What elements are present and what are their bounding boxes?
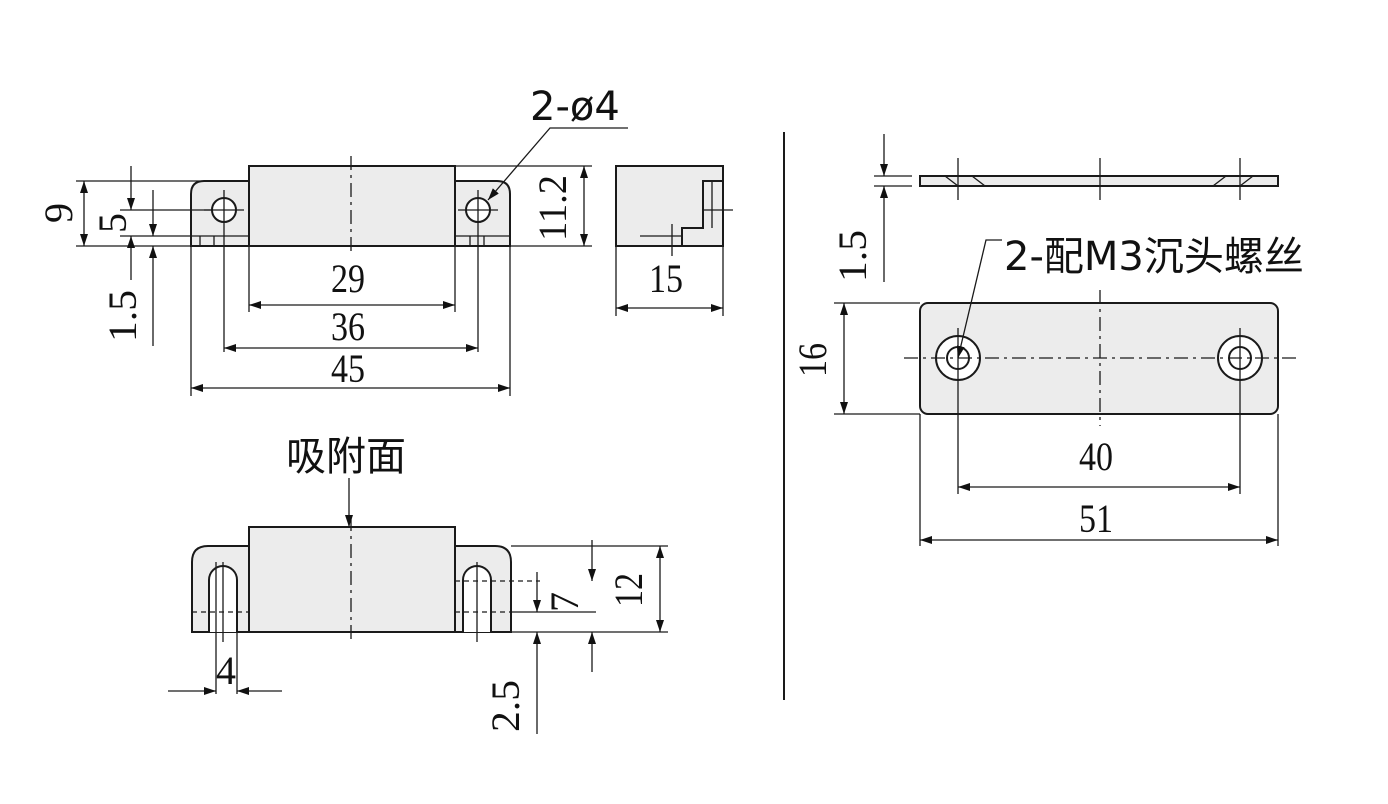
bottom-body	[248, 526, 456, 633]
plate-screw-note: 2-配M3沉头螺丝	[1004, 234, 1304, 280]
front-dim-1-5: 1.5	[100, 290, 145, 342]
bottom-face-label: 吸附面	[286, 434, 406, 480]
front-dim-29: 29	[331, 256, 365, 301]
front-dim-11-2: 11.2	[530, 175, 575, 241]
front-view: 29 36 45 2-ø4 9 5 1.5 11.2	[36, 84, 628, 396]
plate-dim-51: 51	[1079, 496, 1113, 541]
plate-dim-1-5: 1.5	[830, 230, 875, 282]
front-dim-5: 5	[90, 213, 135, 233]
bottom-dim-12: 12	[606, 573, 651, 607]
side-view: 15	[615, 165, 733, 316]
front-hole-note: 2-ø4	[530, 84, 620, 130]
side-body	[615, 165, 724, 247]
front-dim-36: 36	[331, 304, 365, 349]
bottom-dim-7: 7	[542, 592, 587, 612]
bottom-dim-4: 4	[216, 648, 236, 693]
plate-dim-40: 40	[1079, 434, 1113, 479]
plate-dim-16: 16	[790, 343, 835, 377]
front-dim-9: 9	[36, 203, 81, 223]
plate-edge	[919, 175, 1279, 187]
plate-view: 2-配M3沉头螺丝 1.5 16 40 51	[790, 134, 1304, 546]
bottom-dim-2-5: 2.5	[483, 680, 528, 732]
side-dim-15: 15	[649, 256, 683, 301]
bottom-view: 吸附面 4 2.5 7 12	[168, 434, 668, 734]
front-body	[248, 165, 456, 247]
front-dim-45: 45	[331, 346, 365, 391]
